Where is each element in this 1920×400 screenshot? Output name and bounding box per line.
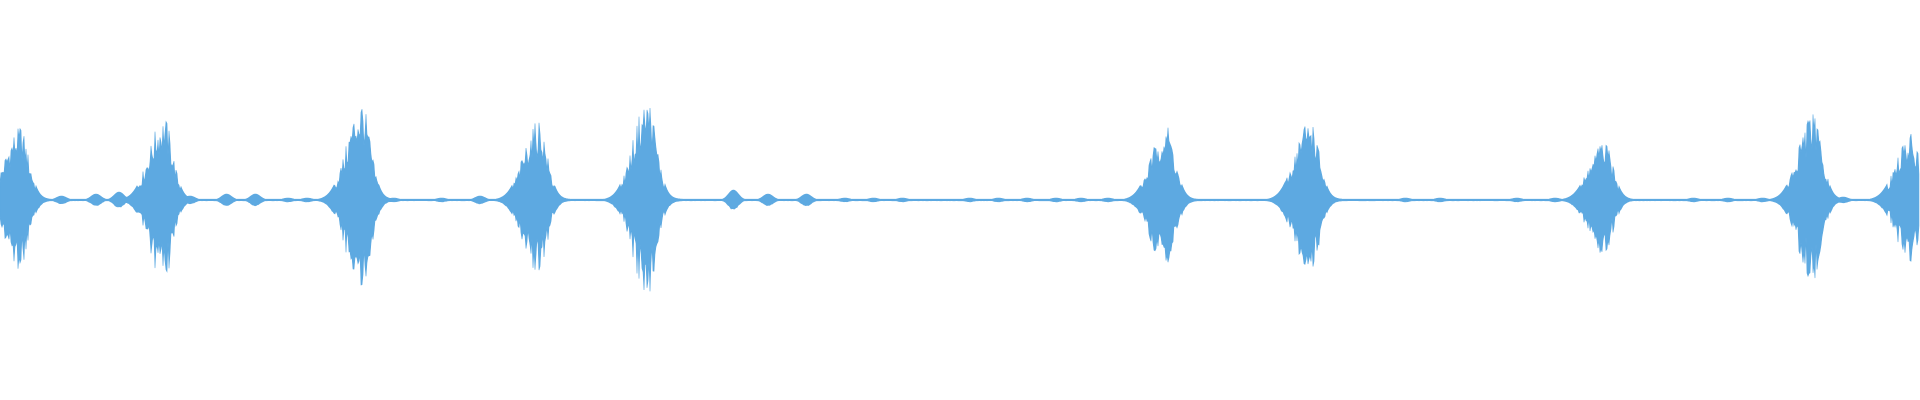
waveform-trace — [0, 107, 1920, 292]
